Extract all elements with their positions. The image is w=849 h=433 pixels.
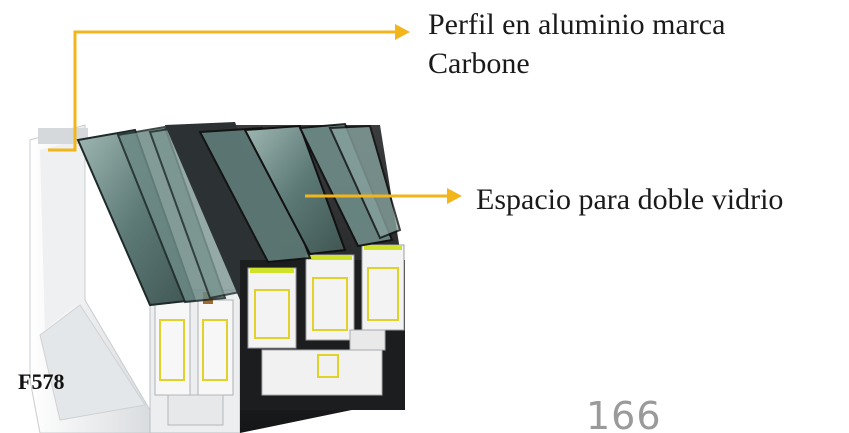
glass-space-label: Espacio para doble vidrio: [476, 183, 784, 216]
model-code: F578: [18, 369, 65, 394]
profile-annotation-arrow: [48, 24, 410, 152]
white-sash-section: [149, 289, 241, 433]
glass-annotation-arrow: [305, 188, 462, 204]
white-frame: [29, 124, 151, 433]
left-double-glass: [76, 123, 242, 307]
profile-label-line1: Perfil en aluminio marca: [428, 8, 726, 41]
profile-label-line2: Carbone: [428, 47, 530, 80]
page-number: 166: [586, 396, 662, 433]
right-double-glass: [198, 122, 402, 264]
